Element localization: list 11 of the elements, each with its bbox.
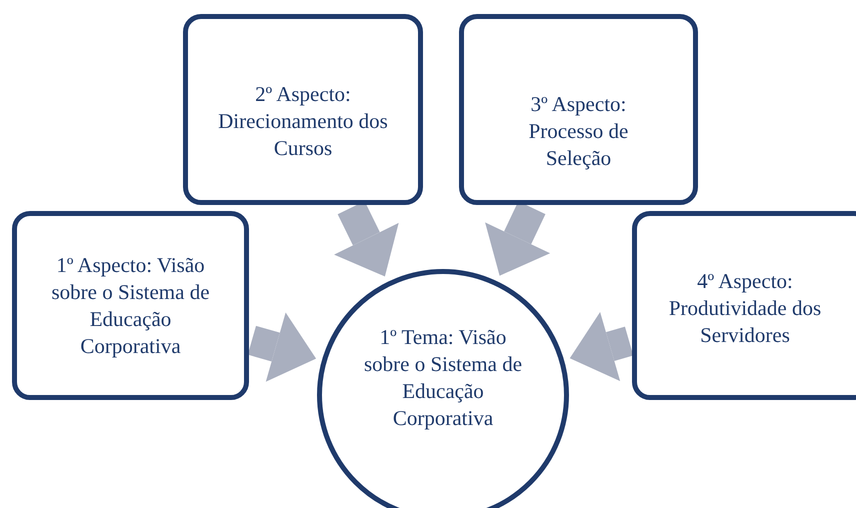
node-label: 1º Aspecto: Visão sobre o Sistema de Educação Corporativa — [50, 252, 211, 360]
aspect-box — [183, 14, 423, 205]
aspect-box — [632, 211, 856, 400]
node-label: 2º Aspecto: Direcionamento dos Cursos — [217, 81, 389, 162]
node-label: 4º Aspecto: Produtividade dos Servidores — [668, 268, 822, 349]
aspect-box — [12, 211, 249, 400]
block-arrow — [570, 312, 634, 382]
block-arrow — [248, 312, 316, 382]
node-label: 3º Aspecto: Processo de Seleção — [528, 91, 630, 172]
node-label: 1º Tema: Visão sobre o Sistema de Educação Corporativa — [363, 324, 523, 432]
aspect-box — [459, 14, 698, 205]
